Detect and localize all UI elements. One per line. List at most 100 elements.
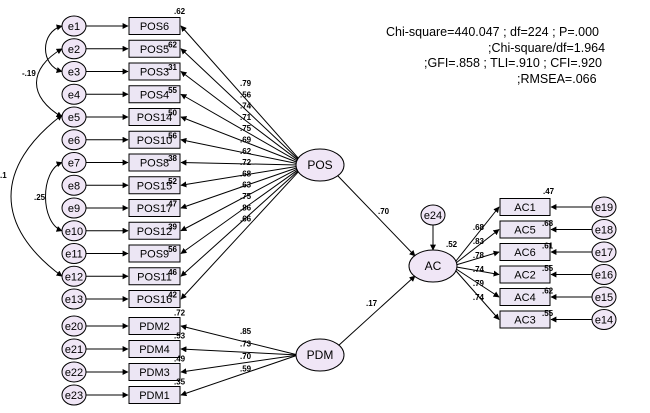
loading-path-ac1 <box>454 206 500 263</box>
r2-label-pos14: .50 <box>166 109 178 118</box>
indicator-ac3-label: AC3 <box>514 315 535 327</box>
loading-label-pdm4: .73 <box>240 340 252 349</box>
indicator-pos9[interactable]: POS9 <box>128 244 181 263</box>
loading-label-ac6: .78 <box>473 251 485 260</box>
error-e11[interactable]: e11 <box>61 243 87 264</box>
indicator-pos3[interactable]: POS3 <box>128 62 181 81</box>
error-e15[interactable]: e15 <box>591 286 617 308</box>
indicator-pdm4[interactable]: PDM4 <box>128 340 181 358</box>
error-e4[interactable]: e4 <box>61 83 87 105</box>
indicator-pos12[interactable]: POS12 <box>128 221 181 240</box>
error-e6[interactable]: e6 <box>61 129 87 151</box>
error-e24[interactable]: e24 <box>420 204 446 226</box>
indicator-ac5[interactable]: AC5 <box>499 220 551 239</box>
error-e3[interactable]: e3 <box>61 61 87 82</box>
error-e2-circle <box>61 38 87 60</box>
error-e10-label: e10 <box>65 226 83 238</box>
path-pos-to-ac-label: .70 <box>378 207 390 216</box>
error-e21[interactable]: e21 <box>61 338 87 360</box>
indicator-pos6-rect <box>128 17 181 35</box>
r2-label-pos6: .62 <box>174 7 186 16</box>
loading-path-ac4 <box>454 267 500 298</box>
error-e10[interactable]: e10 <box>61 220 87 242</box>
indicator-pos17[interactable]: POS17 <box>128 199 181 217</box>
indicator-ac5-label: AC5 <box>514 225 535 237</box>
r2-label-pos10: .56 <box>166 131 178 140</box>
indicator-pdm3-label: PDM3 <box>139 367 170 379</box>
indicator-pos3-rect <box>128 62 181 81</box>
indicator-pdm2[interactable]: PDM2 <box>128 317 181 335</box>
indicator-ac3[interactable]: AC3 <box>499 310 551 329</box>
loading-path-pos14 <box>180 116 299 164</box>
error-e22[interactable]: e22 <box>61 361 87 383</box>
error-e5[interactable]: e5 <box>61 106 87 128</box>
error-e17-circle <box>591 241 617 263</box>
indicator-pos15[interactable]: POS15 <box>128 176 181 195</box>
error-e1[interactable]: e1 <box>61 15 87 37</box>
error-e14[interactable]: e14 <box>591 309 617 330</box>
indicator-pos11[interactable]: POS11 <box>128 267 181 286</box>
indicator-ac4[interactable]: AC4 <box>499 288 551 306</box>
r2-label-ac1: .47 <box>543 187 555 196</box>
error-e8[interactable]: e8 <box>61 174 87 196</box>
indicator-pdm3[interactable]: PDM3 <box>128 363 181 381</box>
r2-label-ac: .52 <box>446 240 458 249</box>
indicator-pos10-label: POS10 <box>137 135 172 147</box>
latent-pdm[interactable]: PDM <box>295 338 345 372</box>
indicator-pdm1[interactable]: PDM1 <box>128 386 181 404</box>
covariance-label-3: .1 <box>0 171 7 180</box>
error-e9[interactable]: e9 <box>61 197 87 219</box>
indicator-pos14[interactable]: POS14 <box>128 108 181 126</box>
error-e13[interactable]: e13 <box>61 288 87 310</box>
error-e17[interactable]: e17 <box>591 241 617 263</box>
loading-label-pos5: .56 <box>240 90 252 99</box>
error-e15-label: e15 <box>595 292 613 304</box>
indicator-ac6[interactable]: AC6 <box>499 243 551 261</box>
indicator-pos5[interactable]: POS5 <box>128 39 181 58</box>
r2-label-ac3: .55 <box>542 309 554 318</box>
loading-label-ac1: .68 <box>473 223 485 232</box>
latent-ac[interactable]: AC <box>408 249 458 283</box>
latent-pos[interactable]: POS <box>295 148 345 182</box>
indicator-pdm4-rect <box>128 340 181 358</box>
error-e4-circle <box>61 83 87 105</box>
indicator-ac1[interactable]: AC1 <box>499 198 551 216</box>
error-e16-label: e16 <box>595 270 613 282</box>
error-e7[interactable]: e7 <box>61 152 87 173</box>
error-e4-label: e4 <box>68 89 80 101</box>
error-e23-circle <box>61 384 87 406</box>
error-e18[interactable]: e18 <box>591 219 617 240</box>
indicator-pos10-rect <box>128 130 181 149</box>
r2-label-pdm2: .72 <box>174 309 186 318</box>
indicator-pos9-label: POS9 <box>140 249 169 261</box>
indicator-ac2[interactable]: AC2 <box>499 265 551 284</box>
r2-label-pos8: .38 <box>166 154 178 163</box>
r2-label-pos15: .52 <box>166 177 178 186</box>
indicator-pos10[interactable]: POS10 <box>128 130 181 149</box>
error-e23[interactable]: e23 <box>61 384 87 406</box>
error-e9-circle <box>61 197 87 219</box>
error-e15-circle <box>591 286 617 308</box>
error-e1-label: e1 <box>68 21 80 33</box>
error-e5-label: e5 <box>68 112 80 124</box>
indicator-pos16[interactable]: POS16 <box>128 290 181 308</box>
r2-label-pos16: .42 <box>166 291 178 300</box>
indicator-pos5-rect <box>128 39 181 58</box>
loading-path-pos16 <box>180 171 299 300</box>
indicator-pos4[interactable]: POS4 <box>128 85 181 104</box>
loading-path-pos11 <box>180 170 299 277</box>
error-e19[interactable]: e19 <box>591 196 617 218</box>
loading-path-pos10 <box>180 137 299 165</box>
error-e16[interactable]: e16 <box>591 264 617 285</box>
error-e2[interactable]: e2 <box>61 38 87 60</box>
indicator-pos8[interactable]: POS8 <box>128 153 181 172</box>
error-e12[interactable]: e12 <box>61 265 87 287</box>
loading-label-pos17: .68 <box>240 169 252 178</box>
indicator-ac4-label: AC4 <box>514 292 535 304</box>
loading-label-pos14: .75 <box>240 124 252 133</box>
indicator-pos6[interactable]: POS6 <box>128 17 181 35</box>
error-e20[interactable]: e20 <box>61 315 87 337</box>
r2-label-ac6: .61 <box>542 242 554 251</box>
loading-path-pdm2 <box>180 324 299 356</box>
